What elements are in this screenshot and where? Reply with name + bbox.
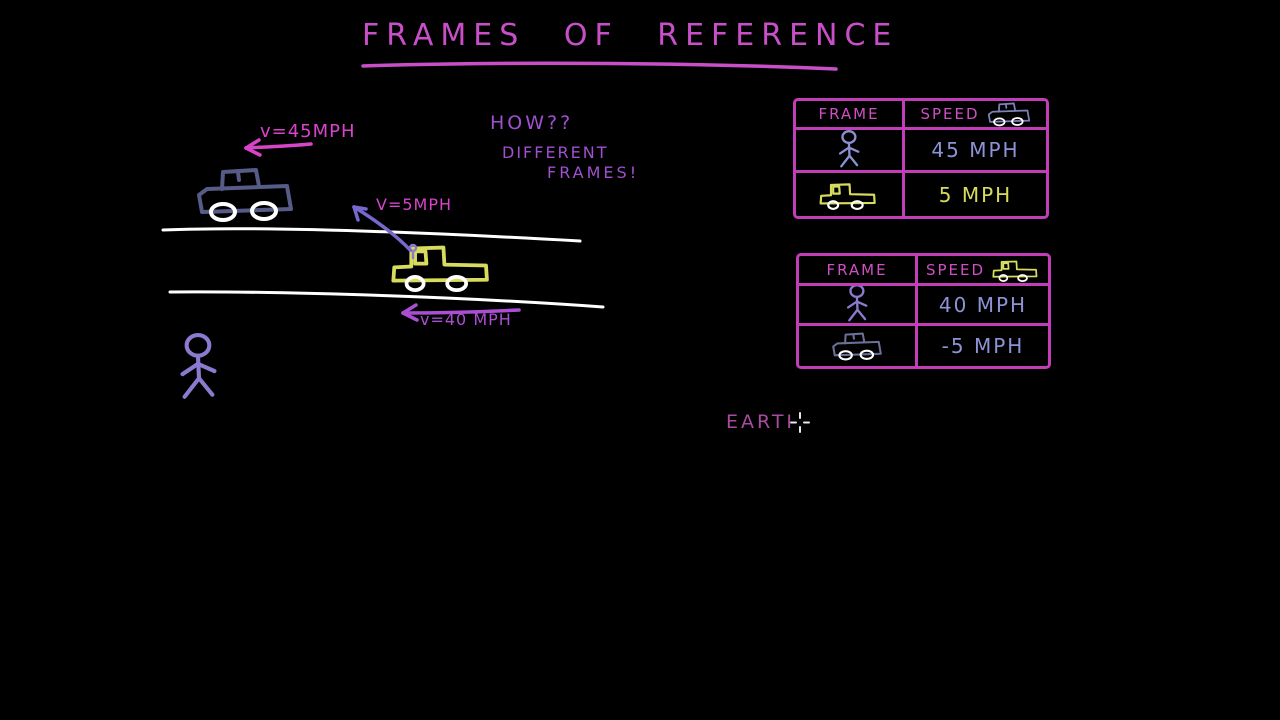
table1-frame-header: FRAME <box>796 101 905 130</box>
frames-text: FRAMES! <box>547 163 640 182</box>
person-icon <box>836 130 863 171</box>
car-velocity-label: v=45MPH <box>260 121 356 142</box>
road-lines <box>161 227 605 309</box>
table1-row2-frame <box>796 173 905 216</box>
table1-row1-speed: 45 MPH <box>905 130 1046 173</box>
yellow-truck-icon <box>992 258 1040 282</box>
table-car-frame: FRAME SPEED 45 MPH 5 MPH <box>793 98 1049 219</box>
table2-frame-header-label: FRAME <box>826 260 888 279</box>
table1-frame-header-label: FRAME <box>818 105 880 123</box>
table2-row1-frame <box>799 286 918 326</box>
table2-frame-header: FRAME <box>799 256 918 286</box>
title-underline <box>361 61 838 71</box>
person-observer <box>183 335 215 397</box>
blue-car-icon <box>987 101 1031 127</box>
person-icon <box>844 286 871 325</box>
page-title: FRAMES OF REFERENCE <box>362 18 899 53</box>
car-velocity-arrow <box>244 138 313 157</box>
blue-car <box>197 168 293 222</box>
table2-row1-speed: 40 MPH <box>918 286 1048 326</box>
table1-speed-header-label: SPEED <box>920 105 980 123</box>
table2-row2-speed: -5 MPH <box>941 334 1025 358</box>
how-question-text: HOW?? <box>490 112 574 134</box>
table2-speed-header: SPEED <box>918 256 1048 286</box>
table1-row2-speed: 5 MPH <box>938 182 1013 207</box>
truck-velocity-label: V=5MPH <box>376 195 453 214</box>
road-velocity-label: v=40 MPH <box>420 310 512 329</box>
truck-driver <box>408 243 418 260</box>
yellow-truck <box>391 245 489 292</box>
yellow-truck-icon <box>819 180 879 210</box>
table-truck-frame: FRAME SPEED 40 MPH -5 MPH <box>796 253 1051 369</box>
table1-speed-header: SPEED <box>905 101 1046 130</box>
different-text: DIFFERENT <box>502 143 609 162</box>
table2-speed-header-label: SPEED <box>925 260 986 279</box>
blue-car-icon <box>829 331 885 361</box>
table2-row2-frame <box>799 326 918 366</box>
table1-row1-frame <box>796 130 905 173</box>
earth-partial-text: EARTI <box>726 411 796 433</box>
